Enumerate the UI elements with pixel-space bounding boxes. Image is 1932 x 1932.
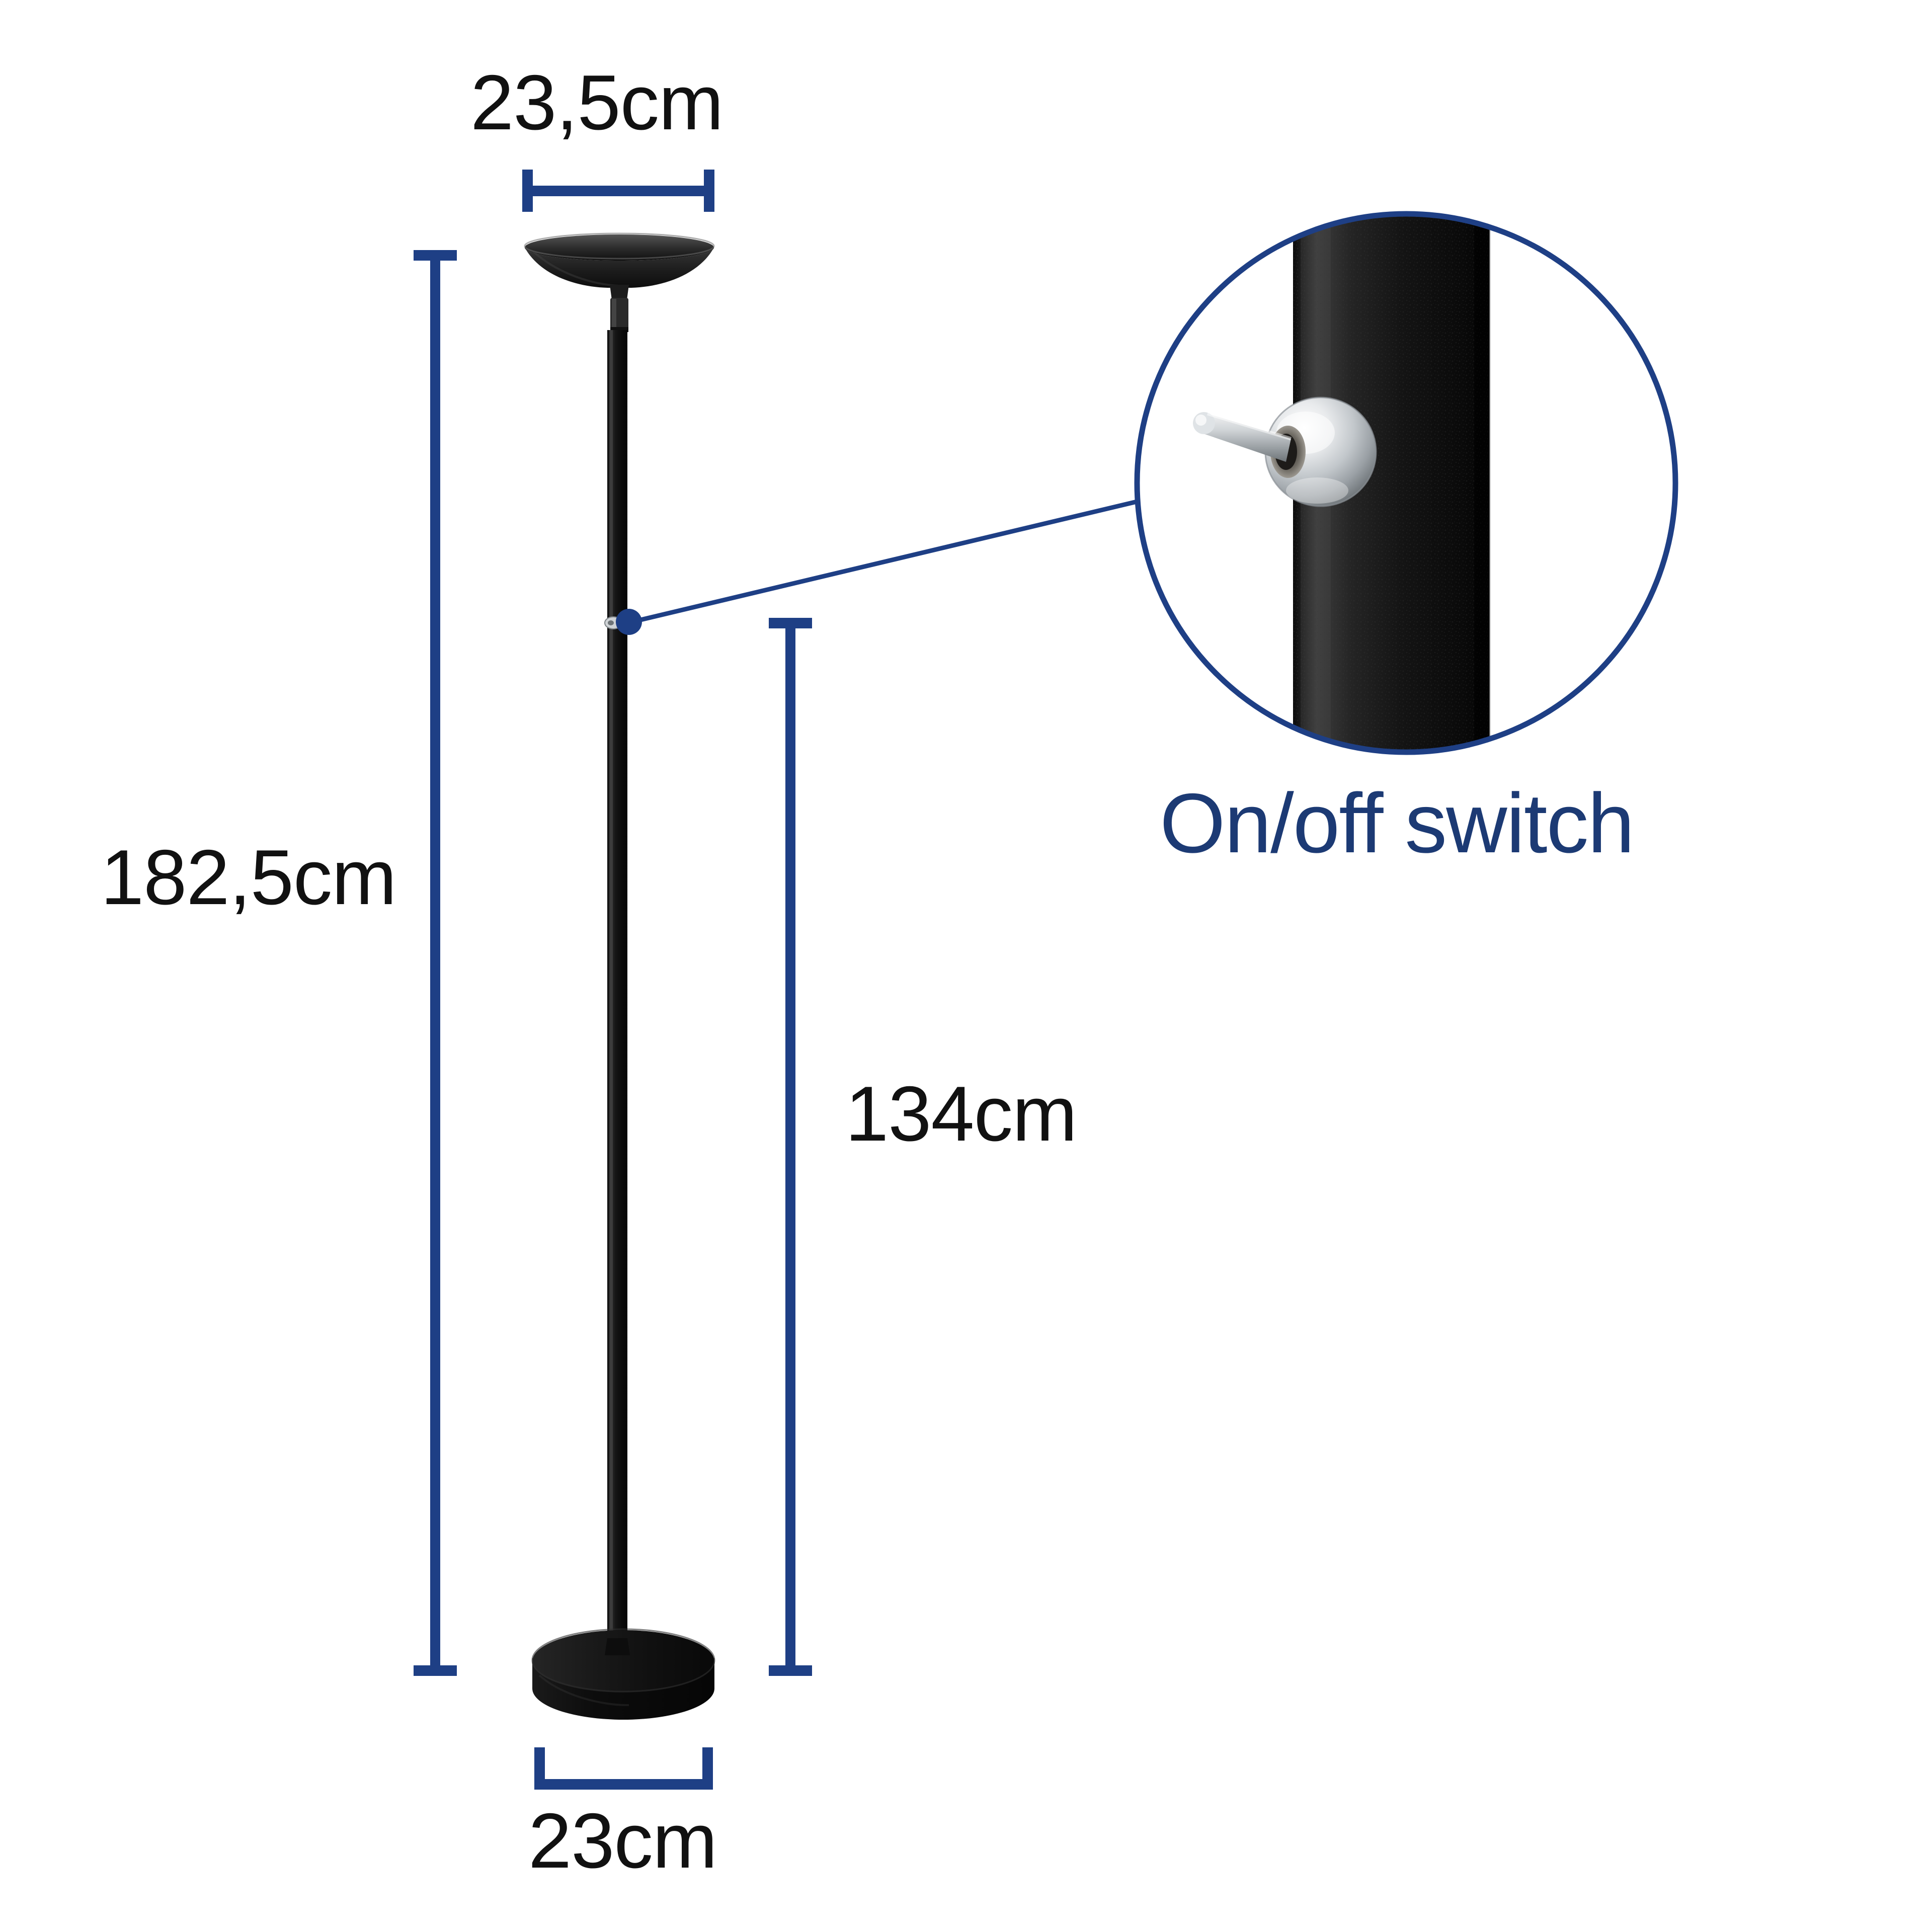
dimension-label-shade-width: 23,5cm: [470, 59, 723, 146]
dimension-bar-switch-height: [769, 618, 812, 1676]
lamp-base: [531, 1628, 715, 1720]
shade-joint: [610, 285, 629, 332]
switch-detail-magnifier: [1134, 211, 1678, 755]
toggle-switch-detail[interactable]: [1193, 396, 1377, 507]
lamp-pole: [607, 330, 627, 1638]
dimension-bar-base-width: [534, 1747, 713, 1790]
floor-lamp-illustration: [524, 232, 715, 1720]
dimension-bar-total-height: [414, 250, 457, 1676]
anchor-dot-icon: [616, 609, 642, 635]
lamp-shade: [524, 232, 715, 288]
dimension-label-base-width: 23cm: [528, 1797, 717, 1884]
dimension-bar-shade-width: [522, 170, 714, 212]
leader-line-icon: [629, 498, 1142, 625]
dimension-label-total-height: 182,5cm: [101, 834, 396, 921]
callout-label-onoff-switch: On/off switch: [1160, 776, 1635, 870]
callout-leader: [616, 498, 1142, 635]
magnifier-circle-icon: [1134, 211, 1678, 755]
dimension-label-switch-height: 134cm: [845, 1070, 1077, 1157]
